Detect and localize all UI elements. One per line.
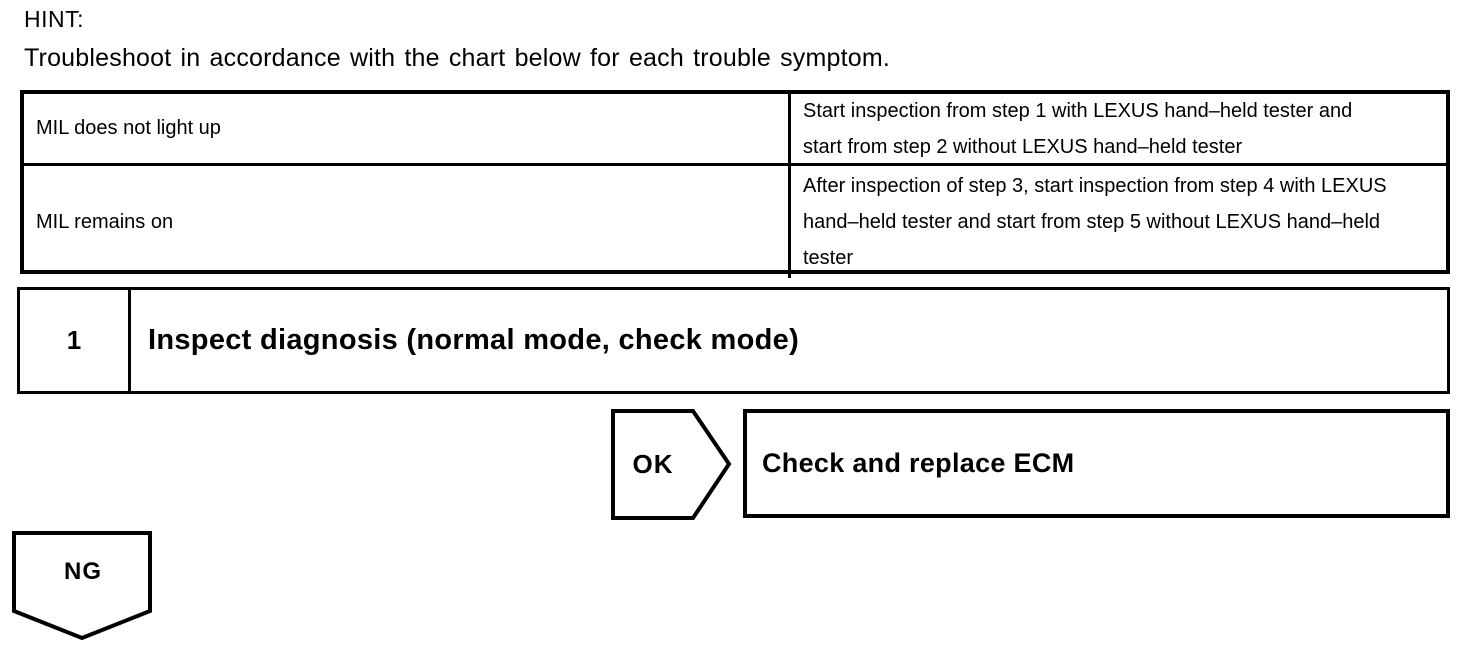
action-cell-mil-does-not-light-up: Start inspection from step 1 with LEXUS … bbox=[791, 94, 1446, 166]
ng-connector-label: NG bbox=[64, 558, 102, 585]
ok-connector-label: OK bbox=[632, 449, 674, 479]
ok-action-box: Check and replace ECM bbox=[743, 409, 1450, 518]
action-cell-mil-remains-on: After inspection of step 3, start inspec… bbox=[803, 175, 1387, 269]
symptom-cell-mil-remains-on: MIL remains on bbox=[24, 166, 791, 278]
ok-pentagon-icon bbox=[611, 409, 732, 520]
symptom-cell-mil-does-not-light-up: MIL does not light up bbox=[24, 94, 791, 166]
ng-pentagon-icon bbox=[12, 531, 152, 641]
hint-text: Troubleshoot in accordance with the char… bbox=[24, 44, 891, 72]
step-number: 1 bbox=[20, 290, 131, 391]
symptom-table: MIL does not light up Start inspection f… bbox=[20, 90, 1450, 278]
ok-connector-shape: OK bbox=[611, 409, 732, 520]
step-box-1: 1 Inspect diagnosis (normal mode, check … bbox=[17, 287, 1450, 394]
ng-connector-shape: NG bbox=[12, 531, 154, 643]
ok-action-text: Check and replace ECM bbox=[762, 448, 1075, 478]
hint-label: HINT: bbox=[24, 6, 84, 32]
step-title: Inspect diagnosis (normal mode, check mo… bbox=[148, 324, 800, 356]
